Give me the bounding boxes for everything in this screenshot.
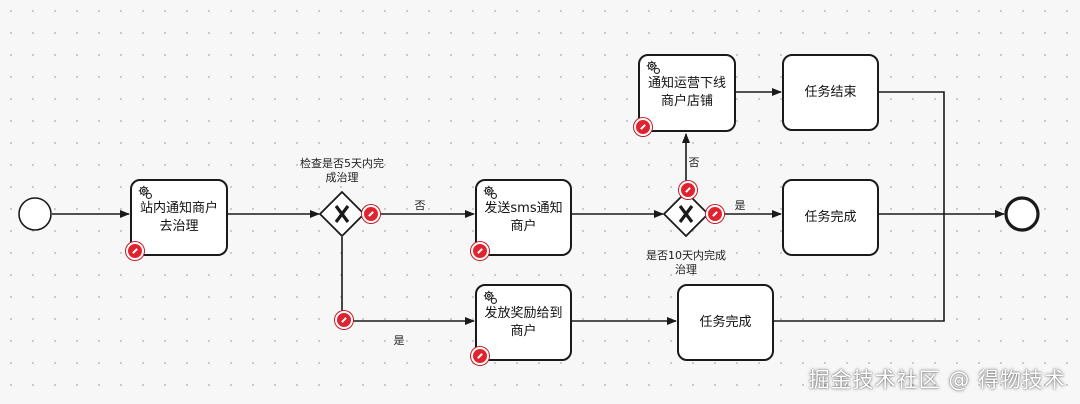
error-event-icon[interactable]	[471, 347, 489, 365]
task-notify-ops[interactable]: 通知运营下线 商户店铺	[634, 54, 736, 136]
flow-label-no: 否	[688, 156, 700, 169]
gateway1-bottom-error-event-icon[interactable]	[335, 311, 353, 329]
gear-icon	[483, 185, 498, 200]
task-label: 任务完成	[699, 314, 752, 330]
gear-icon	[483, 290, 498, 305]
gateway1-error-event-icon[interactable]	[362, 205, 380, 223]
flow-label-no: 否	[414, 199, 426, 212]
task-send-sms[interactable]: 发送sms通知 商户	[471, 179, 572, 260]
flow-label-yes: 是	[734, 199, 746, 212]
watermark: 掘金技术社区 @ 得物技术	[808, 368, 1066, 392]
task-send-reward[interactable]: 发放奖励给到 商户	[471, 284, 572, 365]
task-label: 任务完成	[804, 209, 857, 225]
gateway2-error-event-icon[interactable]	[706, 205, 724, 223]
error-event-icon[interactable]	[126, 242, 144, 260]
task-done-1[interactable]: 任务完成	[782, 179, 879, 256]
task-label: 站内通知商户 去治理	[139, 200, 218, 234]
task-end[interactable]: 任务结束	[782, 54, 879, 131]
gear-icon	[138, 185, 153, 200]
gateway2-top-error-event-icon[interactable]	[679, 181, 697, 199]
exclusive-gateway-1[interactable]	[318, 190, 366, 238]
end-event[interactable]	[1004, 196, 1040, 232]
task-label: 发送sms通知 商户	[484, 200, 563, 234]
flow-end-task-to-end	[878, 91, 1005, 218]
task-label: 发放奖励给到 商户	[484, 305, 563, 339]
task-label: 通知运营下线 商户店铺	[647, 76, 726, 109]
flow-gateway1-to-reward	[341, 237, 475, 325]
x-icon	[334, 205, 350, 223]
task-done-2[interactable]: 任务完成	[677, 284, 774, 361]
gateway2-label: 是否10天内完成 治理	[646, 249, 726, 276]
flow-done2-to-end	[774, 214, 945, 322]
start-event[interactable]	[18, 197, 52, 231]
flow-label-yes: 是	[393, 334, 405, 347]
gateway1-label: 检查是否5天内完 成治理	[300, 157, 384, 184]
exclusive-gateway-2[interactable]	[662, 190, 710, 238]
x-icon	[678, 205, 694, 223]
error-event-icon[interactable]	[471, 242, 489, 260]
task-label: 任务结束	[804, 84, 857, 100]
gear-icon	[646, 60, 661, 75]
task-notify-merchant[interactable]: 站内通知商户 去治理	[126, 179, 228, 260]
error-event-icon[interactable]	[634, 118, 652, 136]
